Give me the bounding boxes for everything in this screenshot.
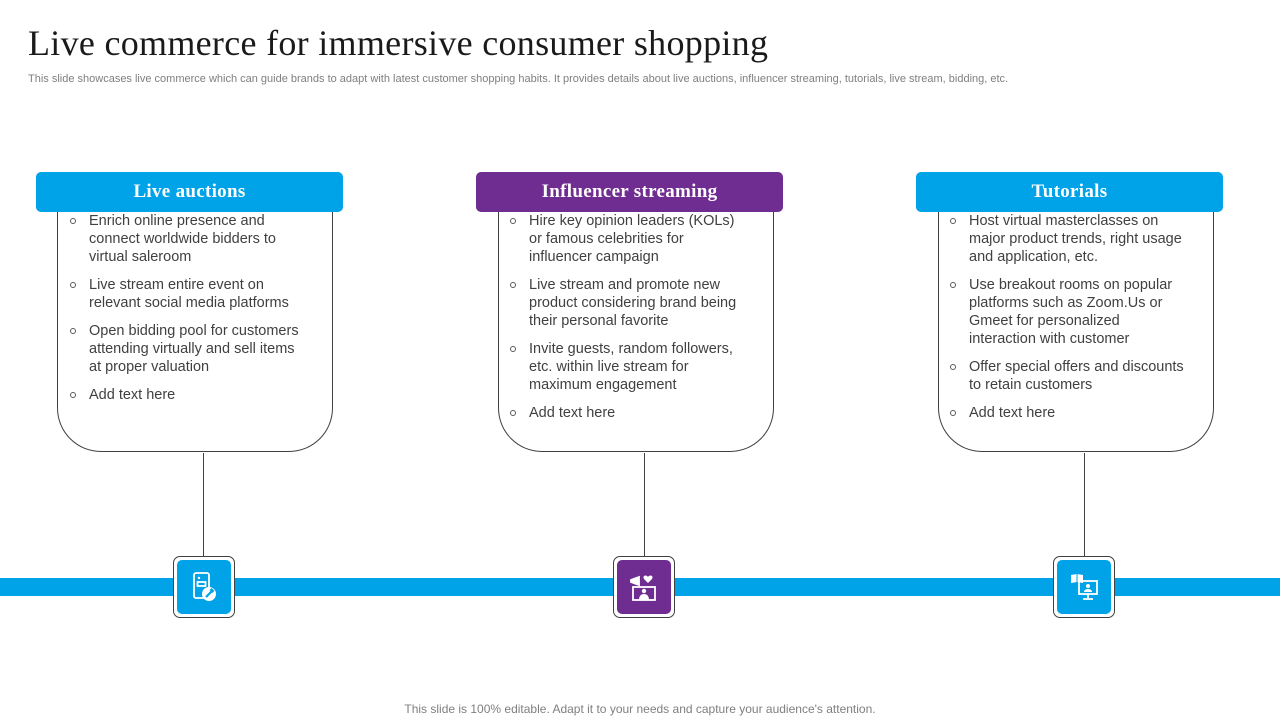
list-item: Offer special offers and discounts to re… bbox=[937, 358, 1187, 394]
icon-frame-live-auctions bbox=[173, 556, 235, 618]
card-influencer-streaming bbox=[498, 196, 774, 452]
card-list-influencer-streaming: Hire key opinion leaders (KOLs) or famou… bbox=[497, 212, 747, 432]
list-item: Hire key opinion leaders (KOLs) or famou… bbox=[497, 212, 747, 266]
list-item: Open bidding pool for customers attendin… bbox=[57, 322, 307, 376]
list-item: Host virtual masterclasses on major prod… bbox=[937, 212, 1187, 266]
card-list-live-auctions: Enrich online presence and connect world… bbox=[57, 212, 307, 414]
mobile-auction-icon bbox=[177, 560, 231, 614]
slide-subtitle: This slide showcases live commerce which… bbox=[28, 73, 1009, 85]
slide-footer: This slide is 100% editable. Adapt it to… bbox=[404, 702, 876, 716]
list-item: Add text here bbox=[57, 386, 307, 404]
connector-line bbox=[644, 453, 645, 557]
card-live-auctions bbox=[57, 196, 333, 452]
list-item: Enrich online presence and connect world… bbox=[57, 212, 307, 266]
slide-title: Live commerce for immersive consumer sho… bbox=[28, 23, 769, 63]
list-item: Live stream entire event on relevant soc… bbox=[57, 276, 307, 312]
icon-frame-influencer-streaming bbox=[613, 556, 675, 618]
card-header-tutorials: Tutorials bbox=[916, 172, 1223, 212]
card-header-live-auctions: Live auctions bbox=[36, 172, 343, 212]
list-item: Use breakout rooms on popular platforms … bbox=[937, 276, 1187, 348]
connector-line bbox=[203, 453, 204, 557]
card-header-influencer-streaming: Influencer streaming bbox=[476, 172, 783, 212]
list-item: Add text here bbox=[937, 404, 1187, 422]
icon-frame-tutorials bbox=[1053, 556, 1115, 618]
card-tutorials bbox=[938, 196, 1214, 452]
list-item: Live stream and promote new product cons… bbox=[497, 276, 747, 330]
list-item: Invite guests, random followers, etc. wi… bbox=[497, 340, 747, 394]
card-list-tutorials: Host virtual masterclasses on major prod… bbox=[937, 212, 1187, 432]
connector-line bbox=[1084, 453, 1085, 557]
online-tutorial-icon bbox=[1057, 560, 1111, 614]
influencer-megaphone-icon bbox=[617, 560, 671, 614]
list-item: Add text here bbox=[497, 404, 747, 422]
